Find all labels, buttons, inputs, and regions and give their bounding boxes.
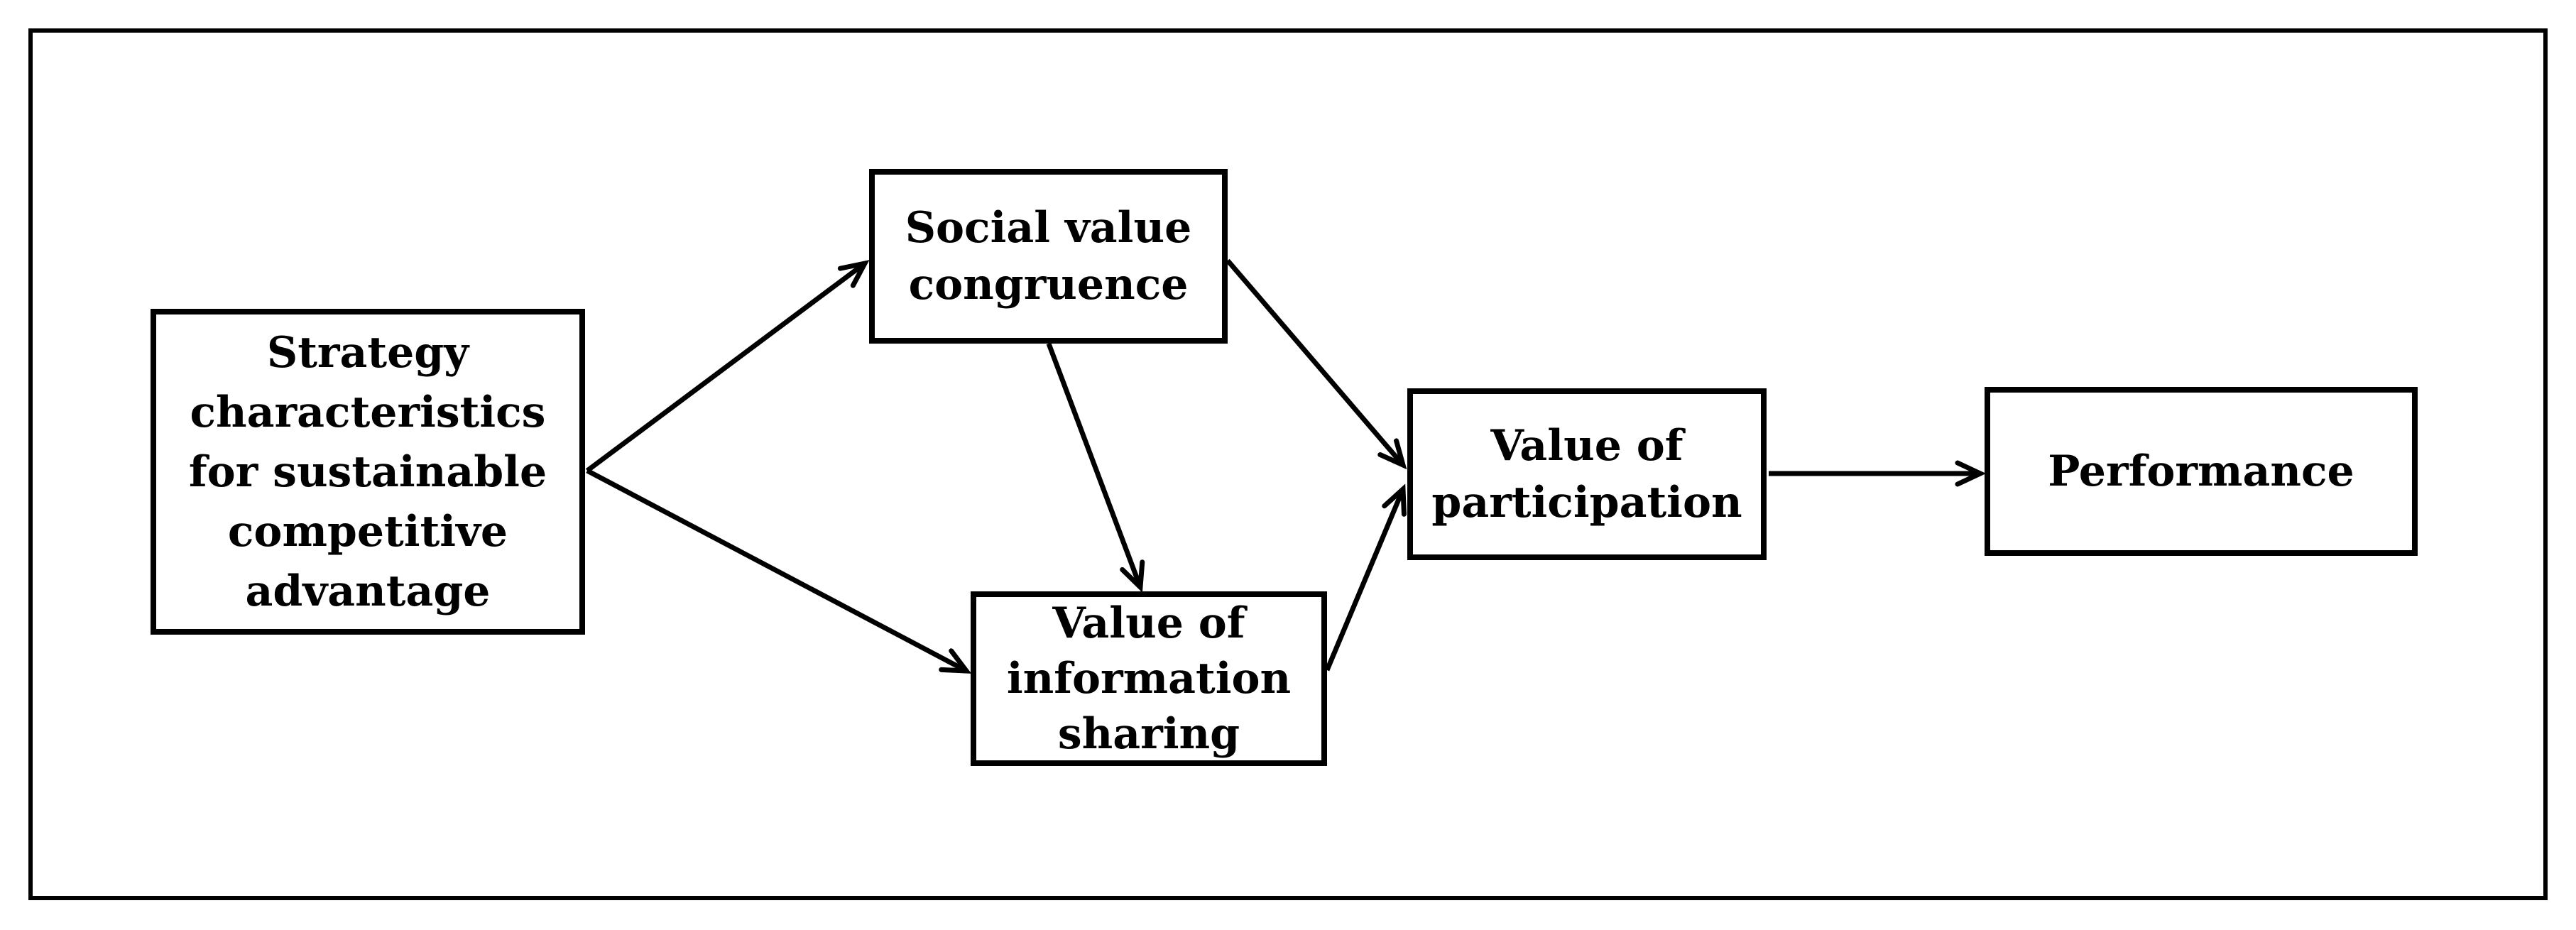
node-information-sharing: Value of information sharing: [971, 591, 1327, 766]
node-participation: Value of participation: [1407, 388, 1767, 560]
node-label: Value of participation: [1431, 421, 1742, 527]
node-strategy: Strategy characteristics for sustainable…: [151, 309, 585, 635]
node-social-value-congruence: Social value congruence: [869, 169, 1228, 344]
node-label: Performance: [2048, 447, 2354, 496]
node-label: Value of information sharing: [1006, 598, 1292, 759]
node-label: Social value congruence: [905, 203, 1192, 310]
node-performance: Performance: [1985, 387, 2418, 556]
node-label: Strategy characteristics for sustainable…: [188, 327, 547, 616]
